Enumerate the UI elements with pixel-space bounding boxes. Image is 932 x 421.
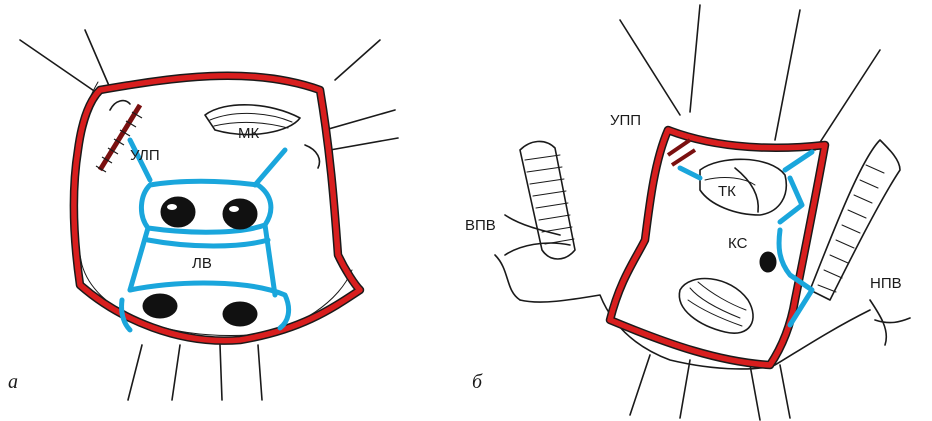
tricuspid-valve [700, 159, 786, 215]
panel-a-incision [74, 76, 360, 341]
panel-a-tissue-edge [74, 82, 352, 336]
svc [495, 141, 575, 300]
panel-letter-b: б [472, 371, 483, 393]
panel-letter-a: а [8, 371, 18, 393]
label-ulp: УЛП [130, 147, 160, 164]
coronary-sinus [760, 252, 776, 272]
fossa-ovalis [679, 279, 753, 334]
panel-a-incision-outline [74, 76, 360, 341]
mitral-valve [205, 105, 319, 168]
label-npv: НПВ [870, 275, 902, 292]
vein-orifice [143, 294, 177, 318]
right-appendage-suture [668, 140, 695, 165]
label-vpv: ВПВ [465, 217, 496, 234]
label-ks: КС [728, 235, 748, 252]
label-mk: МК [238, 125, 259, 142]
panel-b: УПП ТК ВПВ КС НПВ б [465, 5, 910, 420]
label-upp: УПП [610, 112, 641, 129]
vein-orifice [223, 199, 257, 229]
panel-a: МК УЛП ЛВ а [8, 30, 398, 400]
label-tk: ТК [718, 183, 736, 200]
label-lv: ЛВ [192, 255, 212, 272]
vein-orifice [223, 302, 257, 326]
vein-orifice [161, 197, 195, 227]
